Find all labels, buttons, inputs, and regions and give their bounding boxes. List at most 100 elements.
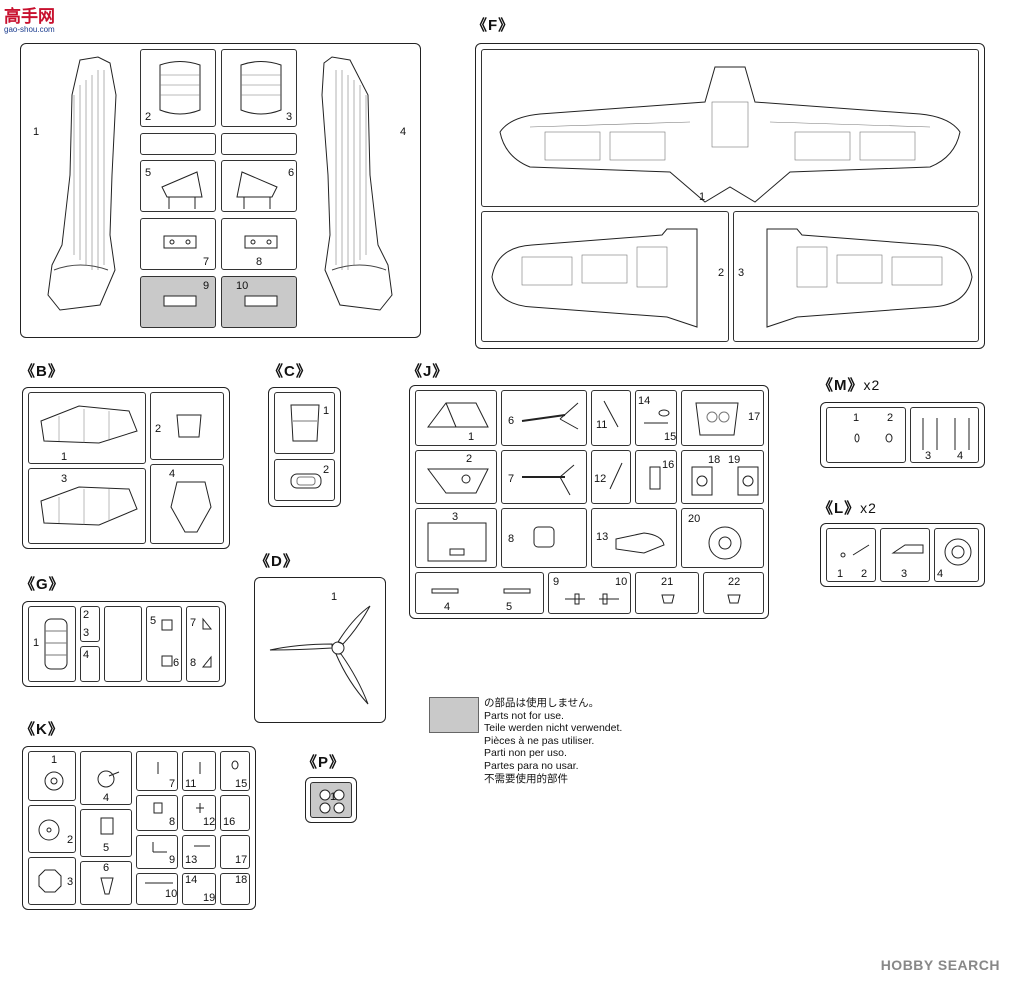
part-g-5-6-cell: 5 6 <box>146 606 182 682</box>
sprue-f-label: 《F》 <box>472 17 515 34</box>
logo-text: 高手网 <box>4 7 55 26</box>
legend-line-fr: Pièces à ne pas utiliser. <box>484 734 595 747</box>
part-a-3-cell: 3 <box>221 49 297 127</box>
part-j-2-cell: 2 <box>415 450 497 504</box>
part-k-14-19-cell: 14 19 <box>182 873 216 905</box>
part-a-4: 4 <box>400 126 407 138</box>
part-a-1: 1 <box>33 126 40 138</box>
part-k-6: 6 <box>103 862 110 874</box>
upper-wing-right <box>766 228 973 328</box>
sprue-g-empty-cell <box>104 606 142 682</box>
part-l-3: 3 <box>901 568 908 580</box>
legend-line-it: Parti non per uso. <box>484 747 567 760</box>
part-a-7-cell: 7 <box>140 218 216 270</box>
part-k-7: 7 <box>169 778 176 790</box>
part-f-3-cell: 3 <box>733 211 979 342</box>
part-g-1-cell: 1 <box>28 606 76 682</box>
tail-surface <box>240 61 282 115</box>
part-j-21-cell: 21 <box>635 572 699 614</box>
part-j-3-cell: 3 <box>415 508 497 568</box>
sprue-a-empty-cell <box>140 133 216 155</box>
upper-wing-left <box>491 228 698 328</box>
part-a-8-cell: 8 <box>221 218 297 270</box>
part-m-3-4-cell: 3 4 <box>910 407 979 463</box>
part-j-4-5-cell: 4 5 <box>415 572 544 614</box>
part-j-13-cell: 13 <box>591 508 677 568</box>
part-a-6-cell: 6 <box>221 160 297 212</box>
part-j-2: 2 <box>466 453 473 465</box>
lower-wing <box>499 66 961 203</box>
part-b-2-cell: 2 <box>150 392 224 460</box>
box-parts <box>691 466 759 496</box>
octagon-part <box>38 869 62 893</box>
cowling-half <box>40 405 138 444</box>
part-k-5: 5 <box>103 842 110 854</box>
part-l-1-2-cell: 1 2 <box>826 528 876 582</box>
part-j-16-cell: 16 <box>635 450 677 504</box>
part-b-1: 1 <box>61 451 68 463</box>
part-j-11: 11 <box>596 419 608 431</box>
part-j-14-15-cell: 14 15 <box>635 390 677 446</box>
sprue-m-letter: 《M》 <box>818 377 864 394</box>
site-logo: 高手网 gao-shou.com <box>4 2 55 34</box>
part-k-13: 13 <box>185 854 198 866</box>
part-j-13: 13 <box>596 531 609 543</box>
part-g-2: 2 <box>83 609 90 621</box>
part-l-3-cell: 3 <box>880 528 930 582</box>
part-g-2-3-cell: 2 3 <box>80 606 100 642</box>
small-part <box>231 760 239 770</box>
sprue-m-label: 《M》x2 <box>818 374 880 395</box>
part-k-15: 15 <box>235 778 248 790</box>
part-k-2-cell: 2 <box>28 805 76 853</box>
seat-back <box>427 522 487 562</box>
part-j-17-cell: 17 <box>681 390 764 446</box>
small-box <box>153 802 163 814</box>
part-k-7-cell: 7 <box>136 751 178 791</box>
sprue-d-label: 《D》 <box>255 553 299 570</box>
part-k-16-cell: 16 <box>220 795 250 831</box>
part-k-6-cell: 6 <box>80 861 132 905</box>
strut <box>521 402 579 430</box>
round-part <box>44 771 64 791</box>
part-g-1: 1 <box>33 637 40 649</box>
strut <box>522 464 575 496</box>
part-k-15-cell: 15 <box>220 751 250 791</box>
part-j-8: 8 <box>508 533 515 545</box>
small-part <box>644 409 670 424</box>
part-j-9-10-cell: 9 10 <box>548 572 631 614</box>
part-k-1-cell: 1 <box>28 751 76 801</box>
bracket-part <box>100 817 114 835</box>
tail-surface <box>159 61 201 115</box>
part-g-3: 3 <box>83 627 90 639</box>
part-g-7: 7 <box>190 617 197 629</box>
part-a-6: 6 <box>288 167 295 179</box>
plate <box>244 295 278 307</box>
part-k-9: 9 <box>169 854 176 866</box>
gunsight <box>533 526 555 548</box>
part-b-4: 4 <box>169 468 176 480</box>
unused-swatch <box>429 697 479 733</box>
part-f-1: 1 <box>699 191 706 203</box>
sprue-l-label: 《L》x2 <box>818 497 877 518</box>
wheel-hub <box>891 544 924 554</box>
part-p-1: 1 <box>330 791 337 803</box>
sprue-m-multiplier: x2 <box>863 377 881 393</box>
part-a-9: 9 <box>203 280 210 292</box>
sprue-b-label: 《B》 <box>20 363 64 380</box>
triangle-part <box>201 655 212 668</box>
seat <box>615 532 665 554</box>
round-part <box>38 819 60 841</box>
part-a-5: 5 <box>145 167 152 179</box>
part-j-22: 22 <box>728 576 741 588</box>
part-m-4: 4 <box>957 450 964 462</box>
cockpit-part <box>170 481 212 533</box>
sprue-k-label: 《K》 <box>20 721 64 738</box>
landing-gear-cover <box>161 171 203 209</box>
sprue-c-label: 《C》 <box>268 363 312 380</box>
part-j-6: 6 <box>508 415 515 427</box>
part-j-1-cell: 1 <box>415 390 497 446</box>
part-j-6-cell: 6 <box>501 390 587 446</box>
part-j-20-cell: 20 <box>681 508 764 568</box>
part-b-4-cell: 4 <box>150 464 224 544</box>
panel <box>176 414 202 438</box>
